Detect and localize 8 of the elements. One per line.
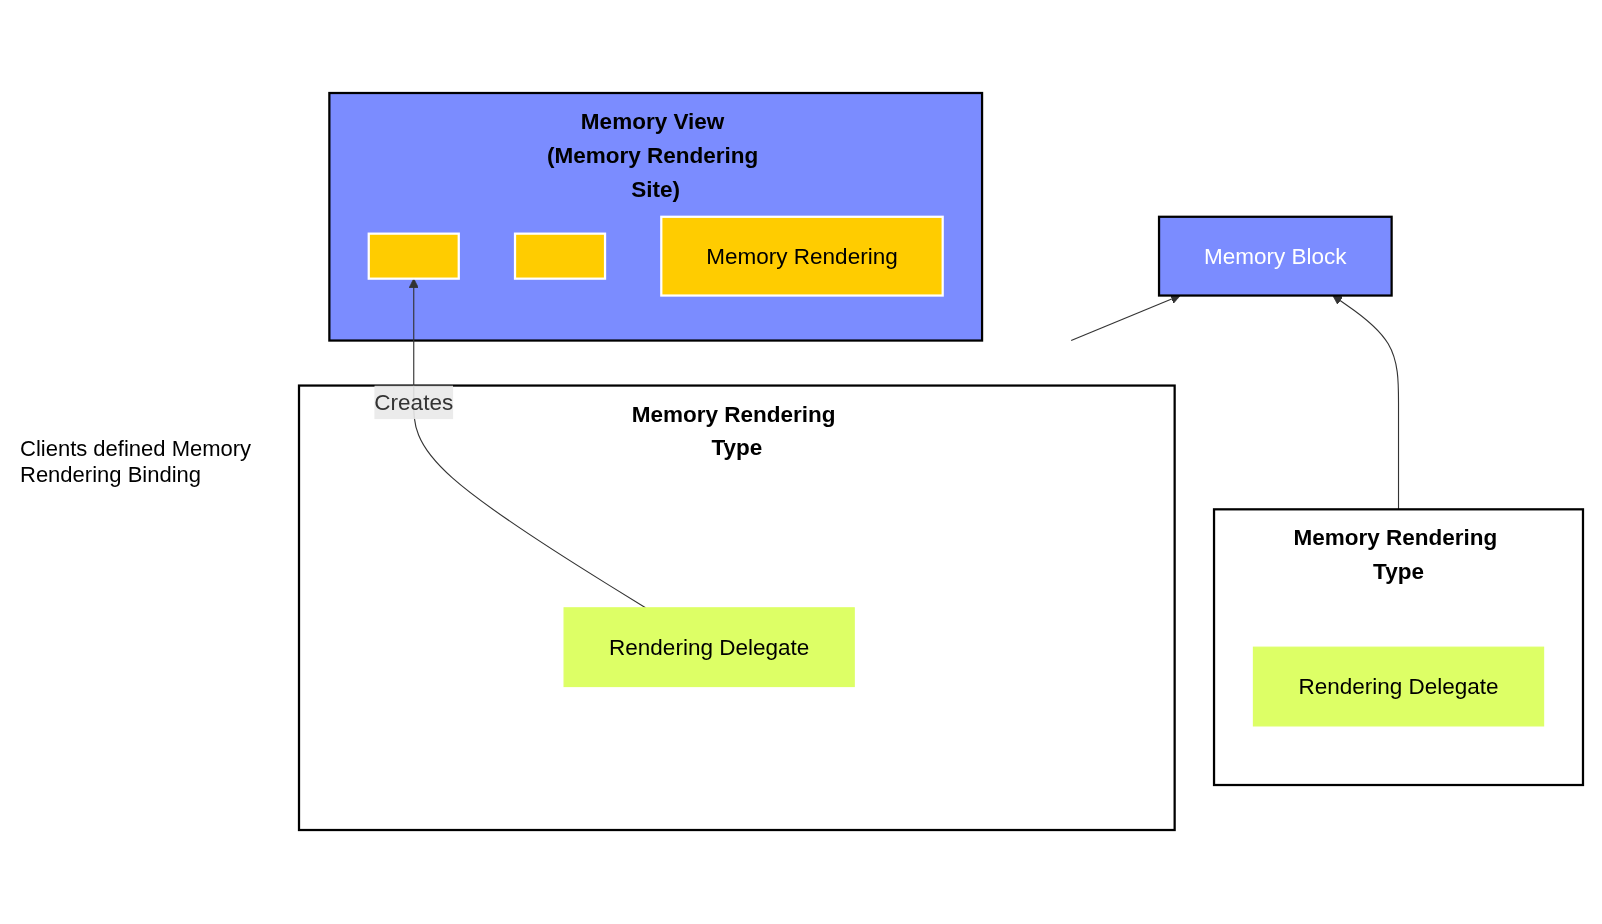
node-box: Rendering Delegate [1252,647,1545,727]
node-box [367,233,460,281]
note-text: Clients defined Memory Rendering Binding [20,436,253,488]
node-box [513,233,607,281]
edge-label: Creates [374,390,454,416]
node-box: Memory Block [1157,216,1393,298]
node-box: Rendering Delegate [563,607,855,688]
node-box: Memory Rendering [660,216,944,298]
